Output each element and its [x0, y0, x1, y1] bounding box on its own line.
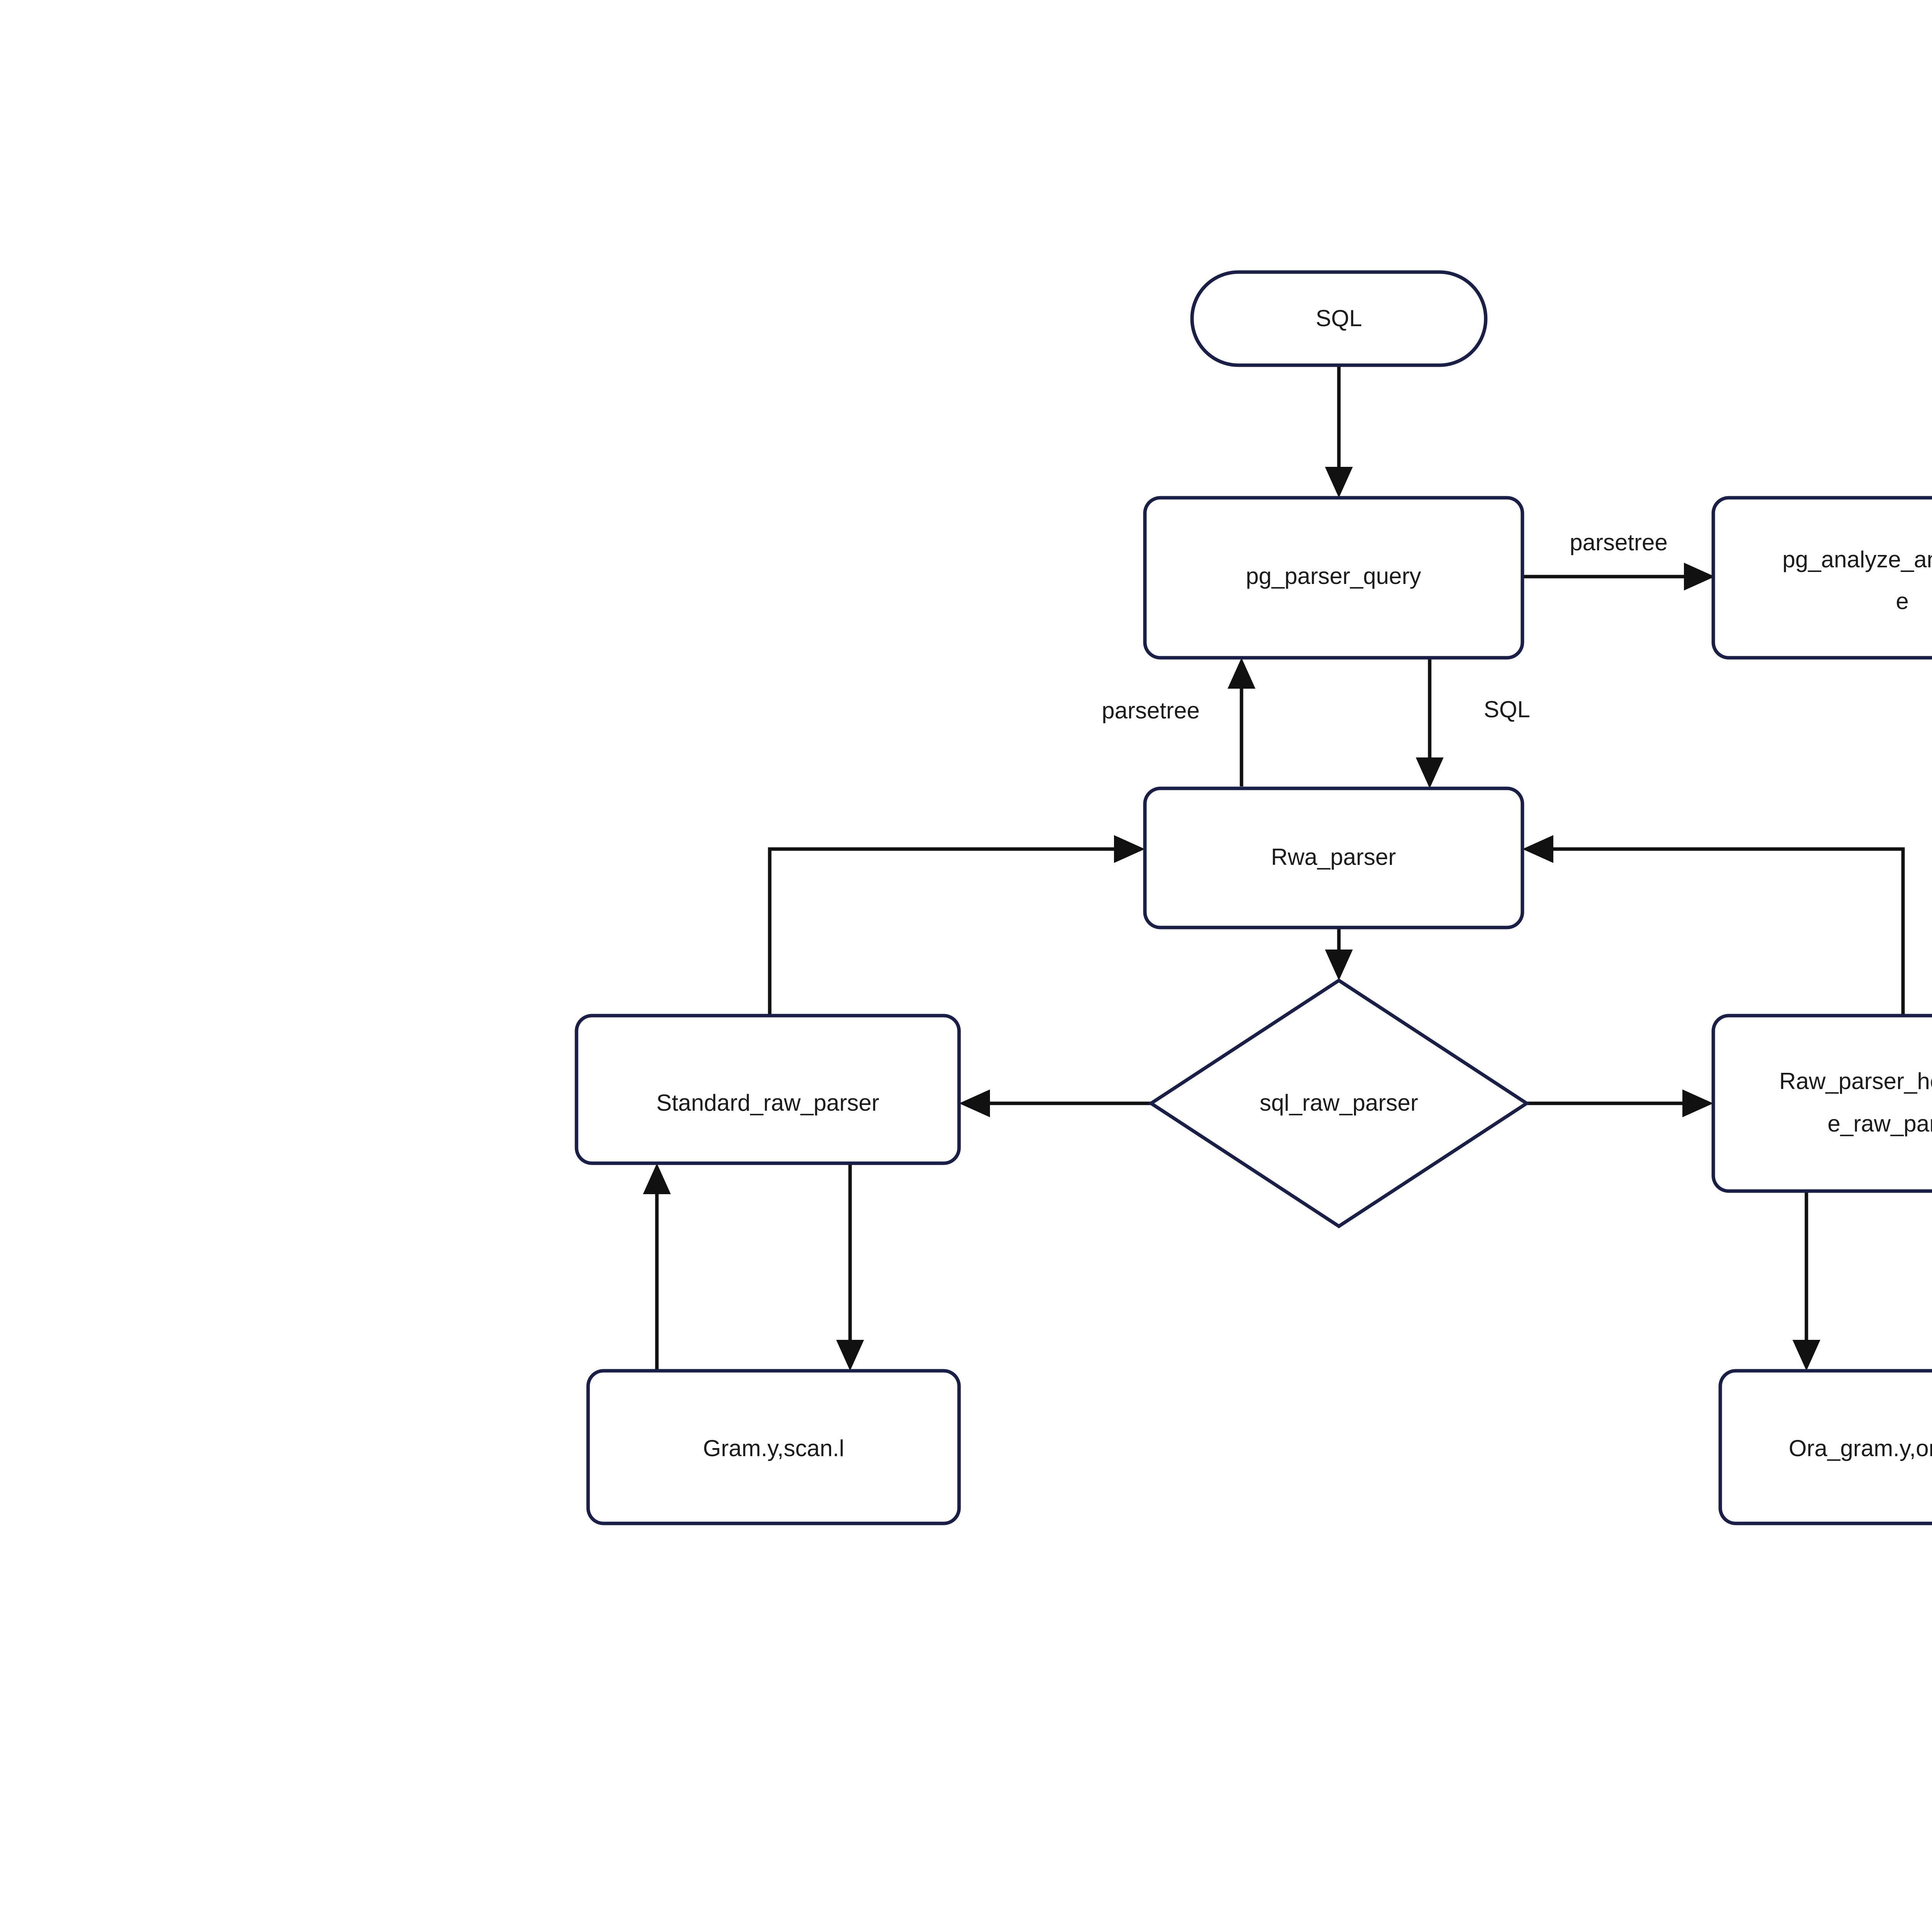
node-pg-parser-query-shape [1143, 496, 1524, 660]
edge-label-sql-down: SQL [1484, 696, 1530, 722]
node-standard-raw-parser-label: Standard_raw_parser [656, 1090, 879, 1116]
node-raw-parser-hook-label-line1: Raw_parser_hook(oracl [1779, 1068, 1932, 1094]
node-ora-gram-scan-label: Ora_gram.y,ora_scan.l [1789, 1435, 1932, 1461]
node-pg-analyze-and-rewrite[interactable]: pg_analyze_and_rewrit e [1711, 496, 1932, 660]
node-rwa-parser-shape [1143, 786, 1524, 929]
node-pg-parser-query-label: pg_parser_query [1246, 563, 1421, 589]
node-pg-analyze-and-rewrite-label-line2: e [1896, 588, 1908, 614]
edge-pg-parser-query-to-rwa-parser [1416, 658, 1444, 788]
node-gram-scan-label: Gram.y,scan.l [703, 1435, 844, 1461]
node-pg-parser-query[interactable]: pg_parser_query [1143, 496, 1524, 660]
node-rwa-parser-label: Rwa_parser [1271, 844, 1396, 870]
node-sql-label: SQL [1316, 305, 1362, 331]
node-raw-parser-hook-label-line2: e_raw_parser) [1828, 1111, 1932, 1137]
node-ora-gram-scan-shape [1718, 1369, 1932, 1525]
node-standard-raw-parser-shape [575, 1014, 961, 1165]
node-gram-scan[interactable]: Gram.y,scan.l [586, 1369, 961, 1525]
edge-sql-raw-parser-to-raw-parser-hook [1527, 1089, 1713, 1117]
node-raw-parser-hook[interactable]: Raw_parser_hook(oracl e_raw_parser) [1711, 1014, 1932, 1193]
node-sql-raw-parser-shape [1148, 978, 1530, 1229]
edge-pg-parser-query-to-pg-analyze [1522, 563, 1715, 591]
node-standard-raw-parser[interactable]: Standard_raw_parser [575, 1014, 961, 1165]
edge-standard-raw-parser-to-gram-scan [836, 1163, 864, 1371]
node-sql-raw-parser-label: sql_raw_parser [1260, 1090, 1418, 1116]
edge-label-parsetree-up: parsetree [1102, 698, 1199, 723]
edge-rwa-parser-to-pg-parser-query [1228, 658, 1255, 786]
node-raw-parser-hook-shape [1711, 1014, 1932, 1193]
edge-rwa-parser-to-sql-raw-parser [1325, 928, 1353, 980]
node-gram-scan-shape [586, 1369, 961, 1525]
edge-raw-parser-hook-to-rwa-parser [1522, 835, 1905, 1016]
node-sql-shape [1190, 270, 1488, 367]
node-pg-analyze-and-rewrite-shape [1711, 496, 1932, 660]
node-sql-raw-parser[interactable]: sql_raw_parser [1148, 978, 1530, 1229]
node-rwa-parser[interactable]: Rwa_parser [1143, 786, 1524, 929]
node-ora-gram-scan[interactable]: Ora_gram.y,ora_scan.l [1718, 1369, 1932, 1525]
edge-gram-scan-to-standard-raw-parser [643, 1163, 671, 1371]
edge-raw-parser-hook-to-ora-gram-scan [1793, 1191, 1820, 1371]
edge-sql-to-pg-parser-query [1325, 365, 1353, 498]
node-pg-analyze-and-rewrite-label-line1: pg_analyze_and_rewrit [1782, 546, 1932, 572]
edge-standard-raw-parser-to-rwa-parser [768, 835, 1145, 1016]
edge-label-parsetree-to-analyze: parsetree [1570, 529, 1667, 555]
edge-sql-raw-parser-to-standard-raw-parser [959, 1089, 1151, 1117]
node-sql[interactable]: SQL [1190, 270, 1488, 367]
